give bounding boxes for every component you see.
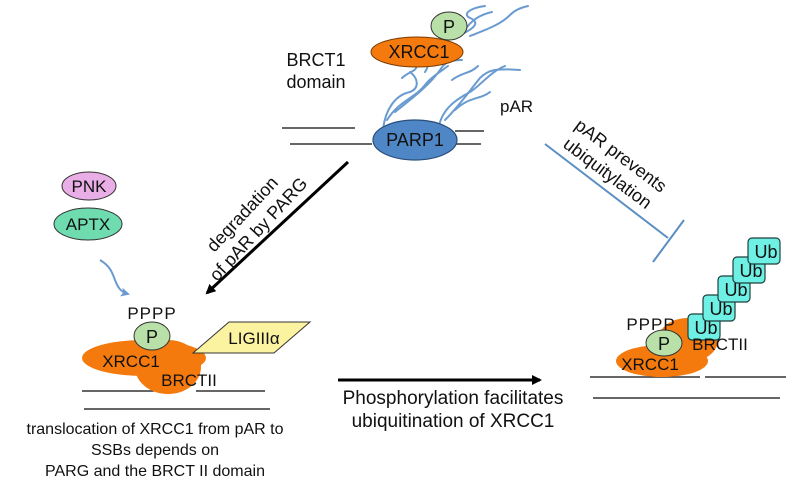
inhibition-bar [652, 219, 685, 263]
pppp-label-right: PPPP [626, 315, 675, 334]
phospho-circle-right [645, 329, 683, 357]
pnk-label: PNK [72, 177, 108, 196]
pnk-protein [61, 171, 117, 201]
xrcc1-protein-right [616, 345, 708, 377]
ubiquitin-label: Ub [694, 318, 717, 338]
caption-line1: translocation of XRCC1 from pAR to [27, 421, 284, 438]
phospho-circle-top [430, 11, 468, 41]
xrcc1-label-top: XRCC1 [388, 42, 449, 62]
parp1-label: PARP1 [386, 130, 444, 150]
top-complex: PARP1 XRCC1 P BRCT1 domain pAR [282, 5, 533, 161]
parp1-protein [372, 119, 458, 161]
brct1-label-line1: BRCT1 [286, 50, 345, 70]
aptx-label: APTX [66, 215, 110, 234]
xrcc1-protein-top [370, 36, 464, 68]
degradation-arrow [205, 160, 350, 295]
ubiquitin-label: Ub [709, 299, 732, 319]
left-complex: LIGIIIα P PPPP XRCC1 BRCTII translocatio… [27, 304, 312, 480]
lig3-label: LIGIIIα [228, 329, 280, 348]
caption-line3: PARG and the BRCT II domain [45, 463, 265, 480]
recruitment-arrow [99, 259, 130, 297]
phosphorylation-label-line2: ubiquitination of XRCC1 [352, 411, 555, 432]
phosphorylation-arrow-group: Phosphorylation facilitates ubiquitinati… [338, 375, 564, 432]
brctii-label-right: BRCTII [692, 335, 748, 354]
inhibition-group: pAR prevents ubiquitylation [544, 115, 685, 263]
phospho-label-left: P [146, 327, 158, 347]
xrcc1-label-left: XRCC1 [102, 352, 160, 371]
left-factors: PNK APTX [53, 171, 130, 297]
degradation-arrow-group: degradation of pAR by PARG [203, 160, 350, 295]
caption-line2: SSBs depends on [91, 442, 219, 459]
ubiquitin-rect [747, 237, 781, 265]
ubiquitin-label: Ub [739, 261, 762, 281]
aptx-protein [53, 207, 123, 241]
xrcc1-protein-left [82, 340, 206, 376]
phospho-label-right: P [658, 334, 670, 354]
phospho-label-top: P [443, 17, 455, 37]
ubiquitin-box: Ub [747, 237, 781, 265]
inhibition-line [544, 143, 669, 239]
ubiquitin-label: Ub [724, 280, 747, 300]
par-label: pAR [500, 97, 533, 116]
xrcc1-label-right: XRCC1 [621, 355, 679, 374]
brct1-label-line2: domain [286, 72, 345, 92]
phospho-circle-left [133, 321, 171, 351]
pppp-label-left: PPPP [127, 304, 176, 323]
brctii-label-left: BRCTII [161, 371, 217, 390]
phosphorylation-label-line1: Phosphorylation facilitates [343, 388, 564, 409]
lig3-protein [191, 321, 312, 354]
ubiquitin-label: Ub [754, 242, 777, 262]
